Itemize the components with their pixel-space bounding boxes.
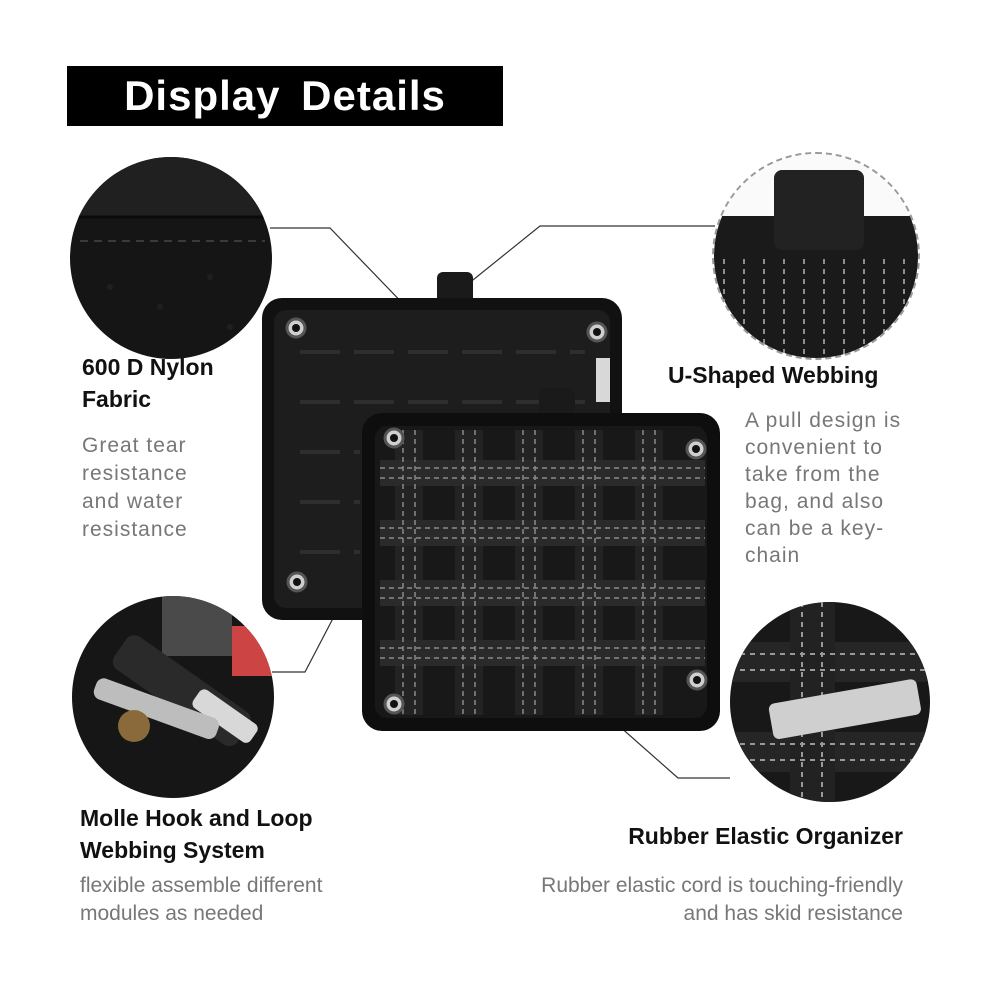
fabric-closeup-photo bbox=[70, 157, 272, 359]
webbing-loop-photo bbox=[712, 152, 920, 360]
page-title: Display Details bbox=[124, 72, 446, 119]
feature-heading-fabric: 600 D Nylon Fabric bbox=[82, 354, 214, 412]
feature-heading-elastic: Rubber Elastic Organizer bbox=[628, 823, 903, 849]
elastic-organizer-photo bbox=[730, 602, 930, 802]
title-banner: Display Details bbox=[67, 66, 503, 126]
elastic-strap-weave bbox=[380, 430, 705, 715]
molle-tools-photo bbox=[72, 596, 274, 798]
feature-desc-elastic: Rubber elastic cord is touching-friendly… bbox=[541, 874, 903, 925]
feature-desc-molle: flexible assemble different modules as n… bbox=[80, 874, 323, 925]
feature-desc-fabric: Great tear resistance and water resistan… bbox=[82, 434, 188, 541]
feature-heading-webbing: U-Shaped Webbing bbox=[668, 362, 879, 388]
feature-heading-molle: Molle Hook and Loop Webbing System bbox=[80, 805, 313, 863]
feature-desc-webbing: A pull design is convenient to take from… bbox=[745, 409, 902, 567]
